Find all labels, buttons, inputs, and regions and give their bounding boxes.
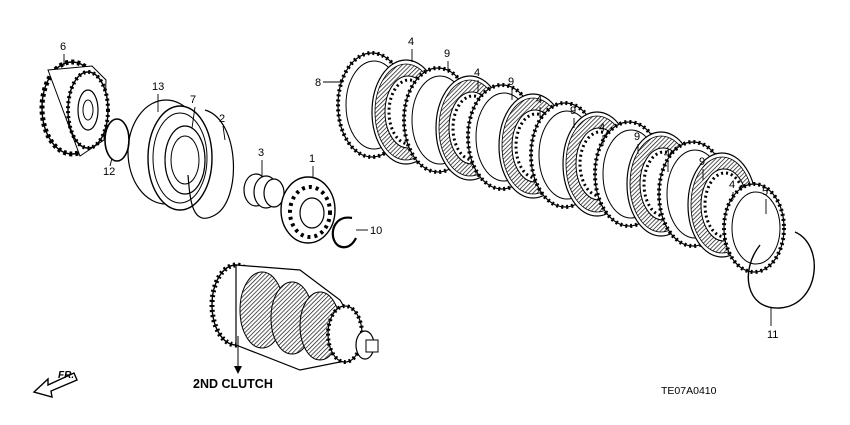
callout-label-10: 10: [370, 225, 382, 237]
callout-leader-line: [222, 125, 226, 141]
callout-label-6: 6: [60, 41, 66, 53]
front-arrow-icon: [32, 372, 78, 398]
callout-label-4: 4: [474, 67, 480, 79]
small-snap-ring-icon: [331, 216, 357, 249]
spring-assembly-icon: [243, 173, 285, 209]
callout-label-3: 3: [258, 147, 264, 159]
callout-label-9: 9: [634, 131, 640, 143]
callout-label-9: 9: [444, 48, 450, 60]
callout-leader-line: [191, 106, 196, 129]
clutch-drum-icon: [39, 59, 110, 157]
callout-label-5: 5: [762, 186, 768, 198]
caption-leader-arrowhead: [234, 366, 242, 374]
o-ring-icon: [104, 118, 130, 162]
callout-label-13: 13: [152, 81, 164, 93]
callout-label-9: 9: [570, 105, 576, 117]
reference-code: TE07A0410: [661, 385, 717, 397]
end-plate-icon: [722, 182, 786, 274]
callout-label-11: 11: [767, 329, 778, 341]
callout-label-9: 9: [699, 156, 705, 168]
callout-label-1: 1: [309, 153, 315, 165]
callout-label-4: 4: [729, 179, 735, 191]
snap-ring-icon: [187, 109, 235, 219]
disc-guide-icon: [280, 176, 336, 244]
large-snap-ring-icon: [747, 231, 815, 309]
callout-label-7: 7: [190, 94, 196, 106]
callout-label-9: 9: [508, 76, 514, 88]
callout-label-8: 8: [315, 77, 321, 89]
callout-label-4: 4: [664, 148, 670, 160]
callout-leader-line: [109, 157, 113, 167]
callout-labels: 6 13 7 2 12 3 1 10 8 4 9 4 9 4 9 4 9 4 9 4 5 11: [60, 36, 778, 341]
callout-label-12: 12: [103, 166, 115, 178]
clutch-pack: [336, 51, 786, 274]
callout-label-4: 4: [408, 36, 414, 48]
callout-label-2: 2: [219, 113, 225, 125]
front-marker: FR.: [58, 370, 74, 381]
piston-icon: [147, 105, 213, 211]
callout-label-4: 4: [599, 122, 605, 134]
callout-leaders: [63, 49, 772, 326]
gear-shaft-assembly-icon: [209, 262, 379, 371]
callout-label-4: 4: [536, 94, 542, 106]
diagram-caption: 2ND CLUTCH: [193, 377, 273, 391]
